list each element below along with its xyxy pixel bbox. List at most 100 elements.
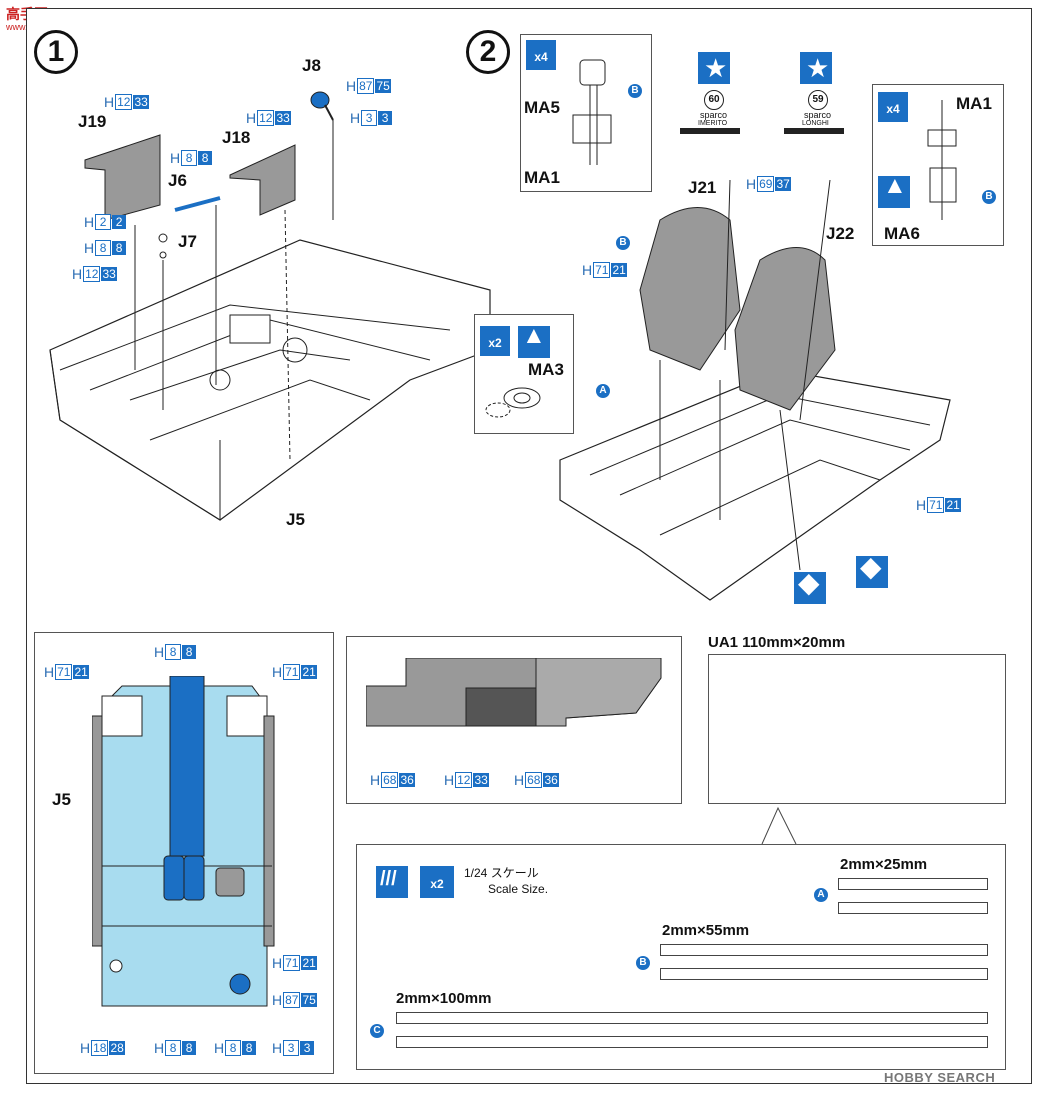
headrest-decal-59-num: 59 [808, 90, 828, 110]
side-panel-drawing [366, 658, 662, 727]
part-j8 [310, 91, 330, 109]
label-ma1-left: MA1 [524, 168, 560, 187]
inset-ma1-ma6 [872, 84, 1004, 246]
diamond-decal-left [794, 572, 826, 604]
qty-x4-left: x4 [526, 40, 556, 70]
buckle-ma3-drawing [485, 387, 541, 418]
j5-top-view-drawing [92, 676, 275, 1007]
scale-label-en: Scale Size. [488, 882, 549, 896]
chassis-body [559, 369, 951, 601]
marker-b: B [616, 236, 630, 250]
label-ma6: MA6 [884, 224, 920, 243]
pedal-grey [215, 867, 245, 897]
label-j5-bottom: J5 [52, 790, 71, 809]
label-j22: J22 [826, 224, 855, 243]
pedal-blue [163, 855, 185, 901]
headrest-decal-60-stripes [680, 128, 740, 134]
part-j7 [158, 233, 168, 243]
qty-x4-right: x4 [878, 92, 908, 122]
part-j19 [84, 134, 161, 221]
star-icon: ★ [806, 53, 830, 83]
label-j6: J6 [168, 171, 187, 190]
pedal-blue [183, 855, 205, 901]
label-j7: J7 [178, 232, 197, 251]
decal-icon [376, 866, 408, 898]
label-j5-step1: J5 [286, 510, 305, 529]
label-ma1-right: MA1 [956, 94, 992, 113]
marker-b: B [628, 84, 642, 98]
label-j8: J8 [302, 56, 321, 75]
belt-buckle-ma5-drawing [572, 59, 612, 165]
headrest-decal-60-num: 60 [704, 90, 724, 110]
marker-a: A [596, 384, 610, 398]
size-b-label: 2mm×55mm [662, 922, 750, 939]
marker-a: A [814, 888, 828, 902]
diamond-icon: ◆ [798, 567, 820, 598]
decal-strip-a2 [838, 902, 988, 914]
hobby-search-watermark: HOBBY SEARCH [884, 1070, 996, 1085]
label-ma3: MA3 [528, 360, 564, 379]
qty-x2-scale: x2 [420, 866, 454, 898]
step-2-number: 2 [466, 30, 510, 74]
engine-block [229, 314, 271, 344]
diamond-icon: ◆ [860, 551, 882, 582]
center-tunnel [169, 676, 205, 857]
label-ma5: MA5 [524, 98, 560, 117]
part-j18 [229, 144, 296, 216]
chevron-up-icon: ▲ [522, 322, 546, 349]
label-j21: J21 [688, 178, 717, 197]
decal-strip-b2 [660, 968, 988, 980]
step1-chassis-drawing [49, 91, 491, 521]
decal-strip-b1 [660, 944, 988, 956]
headrest-decal-60-brand: sparco [700, 110, 728, 120]
headrest-decal-59-stripes [784, 128, 844, 134]
label-j19: J19 [78, 112, 107, 131]
pedal-knob [282, 337, 308, 363]
marker-b: B [982, 190, 996, 204]
scale-label-jp: 1/24 スケール [464, 866, 539, 880]
label-j18: J18 [222, 128, 251, 147]
star-icon: ★ [704, 53, 728, 83]
knob-blue [229, 973, 251, 995]
step2-chassis-drawing [559, 180, 951, 601]
qty-x2: x2 [480, 326, 510, 356]
star-decal-right [800, 52, 832, 84]
size-a-label: 2mm×25mm [840, 856, 928, 873]
step-1-number: 1 [34, 30, 78, 74]
marker-b: B [636, 956, 650, 970]
headrest-decal-59-name: LONGHI [802, 120, 829, 127]
decal-strip-c1 [396, 1012, 988, 1024]
arrow-decal-icon [878, 176, 910, 208]
part-j6 [174, 196, 221, 212]
callout-pointer [761, 806, 797, 845]
star-decal-left [698, 52, 730, 84]
ua1-title: UA1 110mm×20mm [708, 634, 846, 651]
chevron-up-icon: ▲ [883, 172, 907, 199]
decal-strip-c2 [396, 1036, 988, 1048]
decal-strip-a1 [838, 878, 988, 890]
belt-ma6-drawing [927, 100, 957, 220]
size-c-label: 2mm×100mm [396, 990, 492, 1007]
shifter-base [209, 369, 231, 391]
part-j21 [639, 207, 741, 371]
